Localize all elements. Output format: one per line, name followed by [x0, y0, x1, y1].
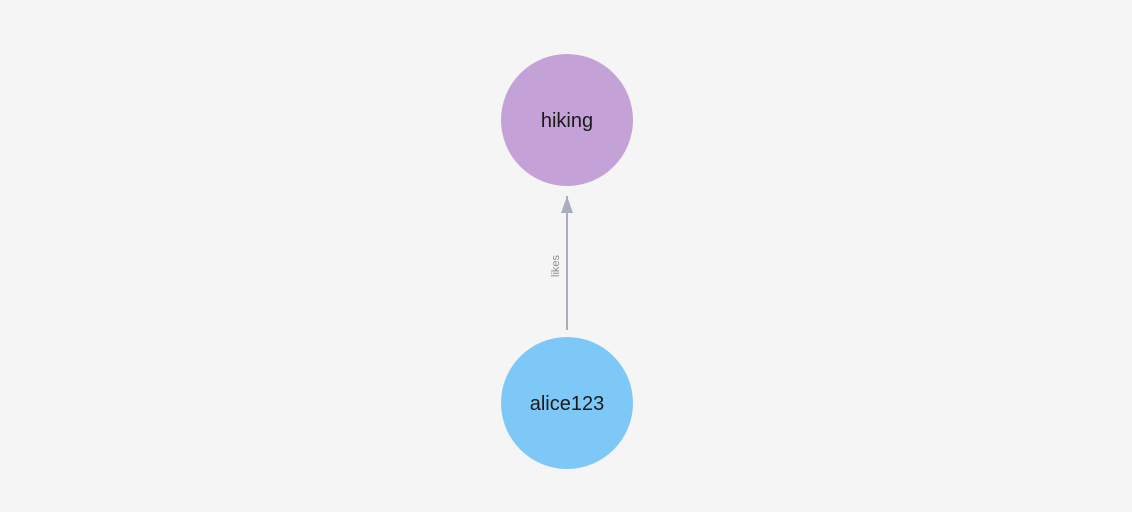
node-label-alice123: alice123: [530, 393, 605, 415]
edge-label: likes: [550, 255, 562, 278]
node-circle-alice123[interactable]: [501, 337, 633, 469]
node-circle-hiking[interactable]: [501, 54, 633, 186]
graph-edge-alice123-likes-hiking[interactable]: likes: [550, 196, 573, 330]
node-label-hiking: hiking: [541, 110, 593, 132]
graph-node-hiking[interactable]: hiking: [501, 54, 633, 186]
graph-node-alice123[interactable]: alice123: [501, 337, 633, 469]
arrowhead-icon: [561, 196, 573, 213]
